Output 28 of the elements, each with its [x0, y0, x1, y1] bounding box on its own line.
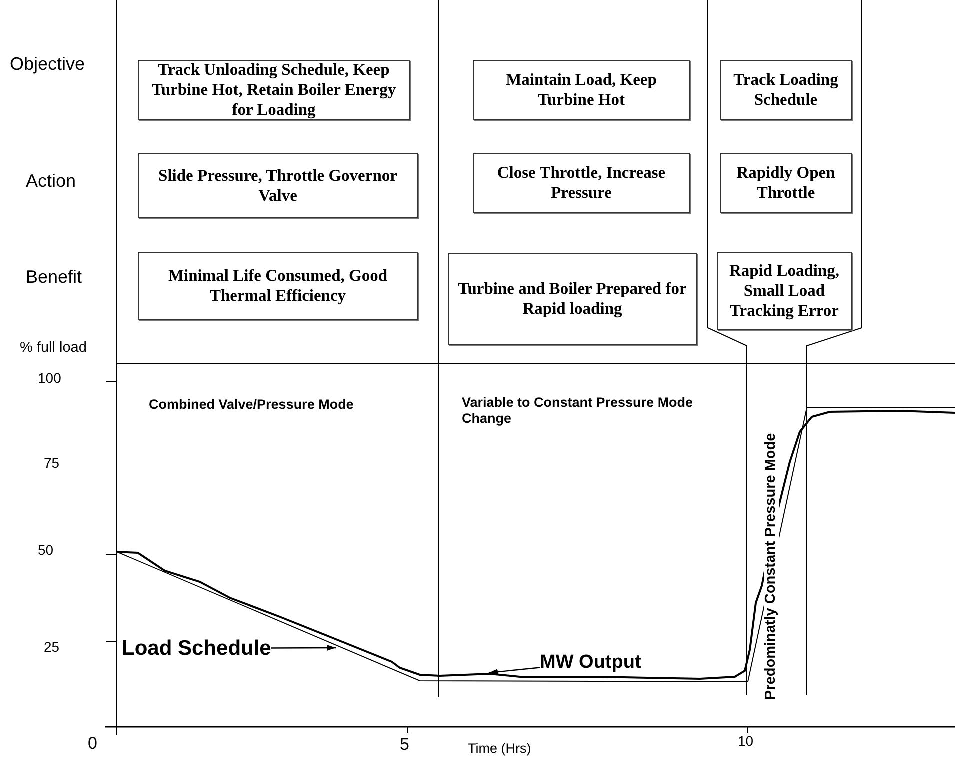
text-box: Track Loading Schedule [720, 60, 852, 120]
row-label: Benefit [26, 267, 82, 289]
region-label: Predominatly Constant Pressure Mode [764, 431, 778, 702]
text-box: Track Unloading Schedule, Keep Turbine Hot, Retain Boiler Energy for Loading [138, 60, 410, 120]
leader-arrow [271, 645, 336, 652]
axis-title: % full load [20, 340, 87, 358]
text-box: Rapidly Open Throttle [720, 153, 852, 213]
text-box: Minimal Life Consumed, Good Thermal Efficiency [138, 252, 418, 320]
row-label: Objective [10, 54, 86, 76]
text-box: Rapid Loading, Small Load Tracking Error [717, 252, 852, 330]
tick-label: 5 [400, 735, 410, 756]
region-label: Variable to Constant Pressure Mode Change [462, 395, 694, 428]
curve-label: MW Output [540, 653, 642, 672]
text-box: Maintain Load, Keep Turbine Hot [473, 60, 690, 120]
text-box: Turbine and Boiler Prepared for Rapid loading [448, 253, 697, 345]
tick-label: 0 [88, 734, 98, 754]
tick-label: 25 [44, 639, 60, 656]
tick-label: 100 [38, 370, 62, 387]
curve-label: Load Schedule [122, 638, 272, 659]
row-label: Action [26, 171, 76, 193]
leader-arrow [488, 667, 540, 676]
axis-title: Time (Hrs) [468, 741, 532, 758]
region-label: Combined Valve/Pressure Mode [149, 397, 354, 414]
text-box: Slide Pressure, Throttle Governor Valve [138, 153, 418, 218]
tick-label: 10 [738, 733, 754, 750]
tick-label: 75 [44, 455, 60, 472]
tick-label: 50 [38, 542, 54, 559]
text-box: Close Throttle, Increase Pressure [473, 153, 690, 213]
